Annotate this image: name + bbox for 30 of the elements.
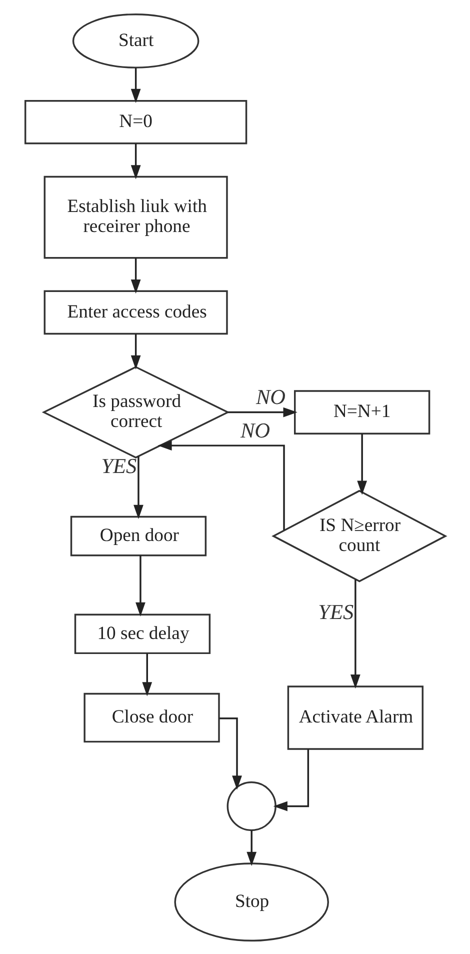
arrow bbox=[272, 748, 309, 811]
arrow bbox=[130, 334, 140, 369]
node-box: Enter access codes bbox=[43, 290, 228, 334]
node-box: N=0 bbox=[24, 99, 247, 144]
arrow bbox=[135, 554, 145, 616]
arrow bbox=[130, 143, 140, 179]
arrow bbox=[142, 652, 152, 696]
node-box: Close door bbox=[83, 692, 220, 742]
arrow bbox=[246, 830, 256, 866]
node-circle bbox=[226, 780, 276, 831]
node-ellipse: Start bbox=[72, 12, 199, 68]
arrow bbox=[157, 440, 284, 530]
arrow bbox=[350, 579, 360, 688]
arrow bbox=[130, 67, 140, 102]
arrow bbox=[227, 406, 297, 417]
edge-label: YES bbox=[318, 600, 354, 624]
node-diamond: IS N≥error count bbox=[271, 489, 447, 582]
node-box: Activate Alarm bbox=[286, 685, 423, 750]
arrow bbox=[218, 717, 242, 790]
edge-label: NO bbox=[240, 418, 270, 442]
node-box: Open door bbox=[70, 515, 206, 556]
arrow bbox=[356, 433, 367, 494]
arrow bbox=[130, 258, 140, 294]
node-box: 10 sec delay bbox=[74, 613, 210, 654]
node-ellipse: Stop bbox=[174, 862, 328, 942]
node-diamond: Is password correct bbox=[41, 366, 230, 458]
node-box: Establish liuk with receirer phone bbox=[43, 175, 228, 258]
edge-label: NO bbox=[255, 384, 286, 409]
node-box: N=N+1 bbox=[294, 390, 430, 434]
arrow bbox=[133, 456, 143, 519]
